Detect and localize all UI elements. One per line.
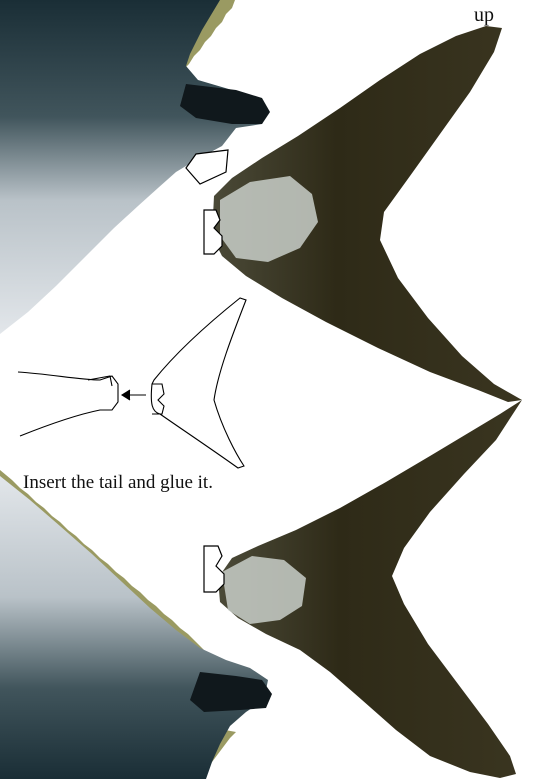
orientation-label: up <box>474 4 494 27</box>
assembly-instruction: Insert the tail and glue it. <box>23 472 213 494</box>
upper-tail-piece <box>204 26 522 402</box>
lower-tail-piece <box>204 400 522 778</box>
diagram-body-outline <box>18 372 118 436</box>
diagram-tail-outline <box>151 298 246 468</box>
diagram-arrow-icon <box>122 390 146 400</box>
upper-body-skin <box>0 0 268 334</box>
assembly-diagram <box>18 298 246 468</box>
lower-tail-slot <box>204 546 224 592</box>
lower-fish-body <box>0 470 272 779</box>
upper-fish-body <box>0 0 270 334</box>
